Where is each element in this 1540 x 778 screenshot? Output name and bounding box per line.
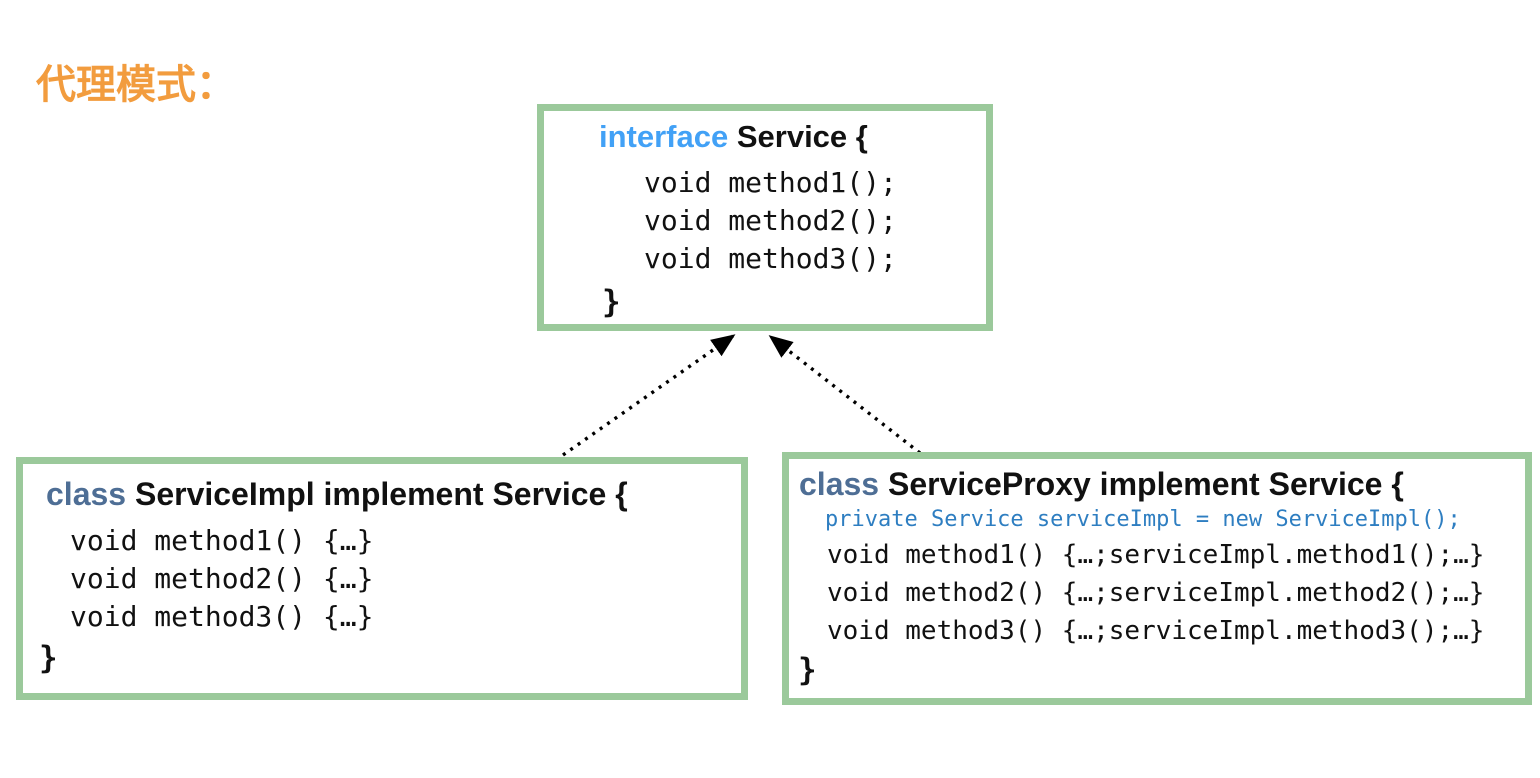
interface-method-line: void method1(); [644, 166, 897, 199]
interface-closing-brace: } [602, 284, 621, 320]
interface-service-box: interface Service { void method1(); void… [537, 104, 993, 331]
proxy-field-line: private Service serviceImpl = new Servic… [825, 507, 1461, 532]
interface-method-line: void method3(); [644, 242, 897, 275]
impl-to-interface-arrow-icon [562, 334, 736, 457]
class-keyword: class [46, 476, 127, 512]
diagram-title: 代理模式： [36, 63, 236, 107]
interface-declaration: interface Service { [544, 111, 986, 156]
proxy-method-line: void method1() {…;serviceImpl.method1();… [827, 540, 1485, 570]
interface-keyword: interface [599, 119, 729, 154]
proxy-to-interface-arrow-icon [768, 335, 922, 455]
proxy-method-line: void method3() {…;serviceImpl.method3();… [827, 616, 1485, 646]
service-proxy-box: class ServiceProxy implement Service { p… [782, 452, 1532, 705]
class-keyword: class [799, 466, 880, 502]
interface-method-line: void method2(); [644, 204, 897, 237]
proxy-method-list: void method1() {…;serviceImpl.method1();… [827, 536, 1525, 650]
impl-declaration-rest: ServiceImpl implement Service { [126, 476, 628, 512]
impl-closing-brace: } [39, 640, 58, 676]
impl-method-line: void method3() {…} [70, 600, 374, 633]
service-impl-box: class ServiceImpl implement Service { vo… [16, 457, 748, 700]
proxy-declaration: class ServiceProxy implement Service { [789, 459, 1525, 502]
interface-method-list: void method1(); void method2(); void met… [644, 164, 986, 278]
impl-declaration: class ServiceImpl implement Service { [23, 464, 741, 512]
interface-declaration-rest: Service { [728, 119, 868, 154]
proxy-declaration-rest: ServiceProxy implement Service { [879, 466, 1404, 502]
proxy-closing-brace: } [798, 652, 817, 688]
impl-method-line: void method1() {…} [70, 524, 374, 557]
proxy-method-line: void method2() {…;serviceImpl.method2();… [827, 578, 1485, 608]
impl-method-line: void method2() {…} [70, 562, 374, 595]
impl-method-list: void method1() {…} void method2() {…} vo… [70, 522, 741, 636]
